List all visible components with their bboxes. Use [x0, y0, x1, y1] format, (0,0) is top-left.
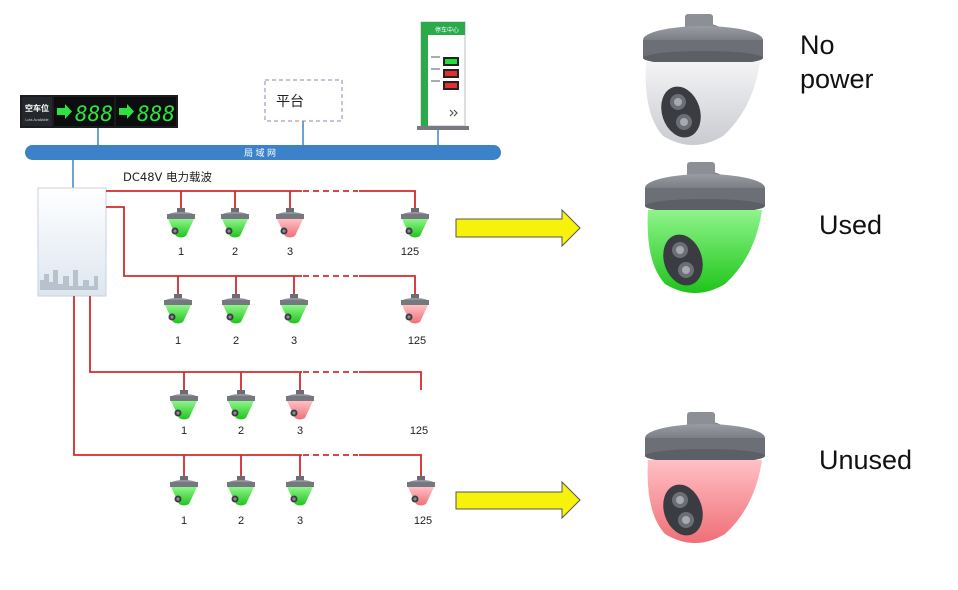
sensor-number-label: 125 [414, 515, 432, 527]
sensor-number-label: 3 [291, 335, 297, 347]
sensor-grid: 1 2 3 125 1 2 3 125 1 2 3 125 1 2 3 125 [164, 208, 435, 527]
unused-label: Unused [819, 445, 913, 475]
parking-sensor-used [167, 208, 195, 238]
parking-center-kiosk: 停车中心 [417, 21, 469, 130]
parking-sensor-unused [276, 208, 304, 238]
sensor-number-label: 125 [410, 425, 428, 437]
signboard-arrow-left-icon [57, 104, 72, 119]
used-label: Used [819, 210, 883, 240]
unused-arrow-icon [455, 480, 581, 520]
sensor-number-label: 2 [233, 335, 239, 347]
sensor-number-label: 2 [238, 515, 244, 527]
parking-sensor-used [280, 294, 308, 324]
signboard-digits-left: 888 [75, 102, 113, 126]
sensor-number-label: 1 [175, 335, 181, 347]
kiosk-chevron-icon [449, 109, 458, 117]
legend-sensor-none [643, 14, 763, 145]
parking-sensor-unused [407, 476, 435, 506]
sensor-number-label: 1 [181, 515, 187, 527]
kiosk-header: 停车中心 [435, 26, 459, 34]
sensor-number-label: 2 [238, 425, 244, 437]
sensor-number-label: 125 [401, 246, 419, 258]
parking-sensor-used [227, 476, 255, 506]
no-power-label: No power [800, 30, 874, 94]
signboard-digits-right: 888 [137, 102, 175, 126]
power-carrier-wiring [73, 190, 422, 476]
sensor-number-label: 1 [178, 246, 184, 258]
used-arrow-icon [455, 208, 581, 248]
platform-box: 平台 [264, 79, 343, 122]
legend-sensor-unused [645, 412, 765, 543]
parking-sensor-unused [286, 390, 314, 420]
signboard-arrow-right-icon [119, 104, 134, 119]
parking-sensor-used [401, 208, 429, 238]
parking-sensor-unused [401, 294, 429, 324]
bus-connectors [72, 121, 439, 188]
lan-bus-label: 局 域 网 [244, 147, 276, 158]
sensor-number-label: 1 [181, 425, 187, 437]
parking-sensor-used [286, 476, 314, 506]
parking-sensor-used [221, 208, 249, 238]
sensor-number-label: 125 [408, 335, 426, 347]
parking-sensor-used [227, 390, 255, 420]
power-carrier-label: DC48V 电力载波 [123, 170, 213, 184]
parking-sensor-used [222, 294, 250, 324]
sensor-number-label: 3 [287, 246, 293, 258]
controller-cabinet [37, 187, 107, 297]
legend-sensor-used [645, 162, 765, 293]
sensor-number-label: 2 [232, 246, 238, 258]
parking-sensor-used [170, 476, 198, 506]
parking-sensor-used [164, 294, 192, 324]
sensor-number-label: 3 [297, 515, 303, 527]
sensor-number-label: 3 [297, 425, 303, 437]
legend-sensors [643, 14, 765, 543]
parking-sensor-used [170, 390, 198, 420]
platform-label: 平台 [276, 94, 304, 110]
signboard-label: 空车位 [25, 103, 49, 113]
lan-bus: 局 域 网 [25, 145, 501, 160]
signboard-sublabel: Lots Available [25, 118, 48, 122]
available-lots-signboard: 空车位 Lots Available 888 888 [20, 95, 178, 128]
